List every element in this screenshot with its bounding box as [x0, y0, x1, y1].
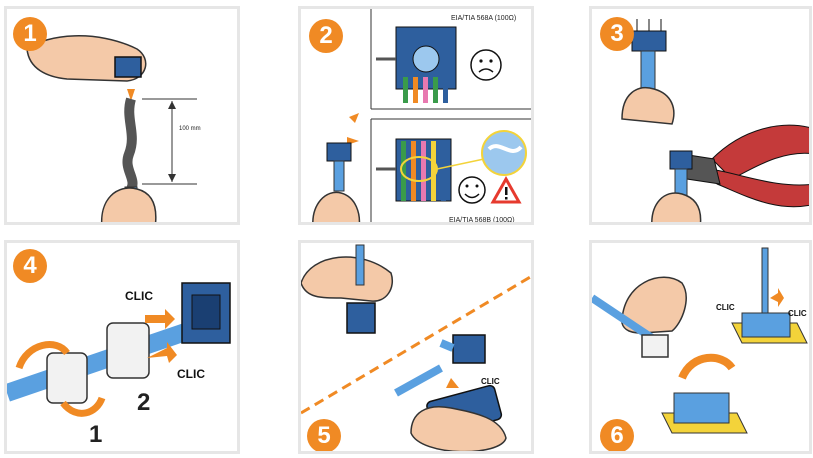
step-5-illustration [301, 243, 534, 454]
warning-icon [493, 179, 519, 202]
step-number: 4 [13, 249, 47, 283]
step-number: 6 [600, 419, 634, 453]
sub-step-2: 2 [137, 389, 150, 417]
step-5-panel: 5 CLIC [298, 240, 534, 454]
clic-label: CLIC [716, 303, 735, 312]
step-number: 5 [307, 419, 341, 453]
clic-label: CLIC [177, 367, 205, 381]
smile-face-icon [459, 177, 485, 203]
sad-face-icon [471, 50, 501, 80]
standard-b-label: EIA/TIA 568B (100Ω) [449, 217, 515, 224]
connector-icon [115, 57, 141, 77]
step-1-panel: 1 100 mm [4, 6, 240, 225]
standard-a-label: EIA/TIA 568A (100Ω) [451, 15, 516, 22]
pliers-icon [682, 125, 812, 206]
clic-label: CLIC [125, 289, 153, 303]
cable-icon [127, 99, 132, 189]
step-3-panel: 3 [589, 6, 812, 225]
sub-step-1: 1 [89, 421, 102, 449]
step-number: 3 [600, 17, 634, 51]
clic-label: CLIC [481, 377, 500, 386]
step-6-panel: 6 CLIC CLIC [589, 240, 812, 454]
step-number: 2 [309, 19, 343, 53]
clic-label: CLIC [788, 309, 807, 318]
step-number: 1 [13, 17, 47, 51]
step-2-panel: 2 EIA/TIA 568A (100Ω) EIA/TIA 568B (100Ω… [298, 6, 534, 225]
measure-label: 100 mm [179, 126, 201, 132]
step-4-panel: 4 CLIC CLIC 1 2 [4, 240, 240, 454]
